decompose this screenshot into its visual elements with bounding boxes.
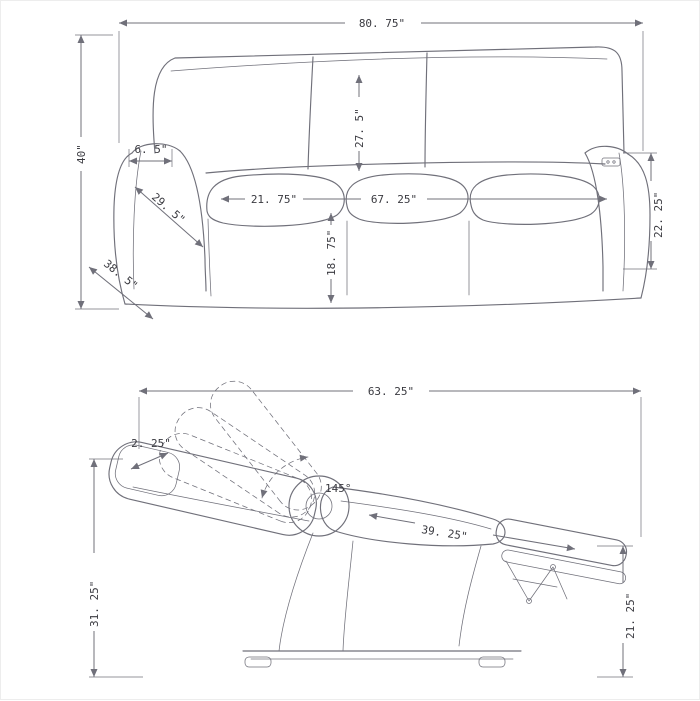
dim-reclined-length: 63. 25" (138, 385, 642, 537)
dim-arm-top-width: 6. 5" (128, 143, 173, 167)
dim-label-footrest-height: 21. 25" (624, 593, 637, 639)
linkage-joint-1 (526, 598, 532, 604)
seat-cushion-left (206, 173, 345, 227)
recliner-support-rear (342, 540, 354, 652)
dim-label-reclined-length: 63. 25" (368, 385, 414, 398)
dim-label-arm-diagonal: 29. 5" (149, 190, 188, 226)
dim-label-interior-width: 67. 25" (371, 193, 417, 206)
sofa-right-arm-crease (618, 152, 626, 292)
power-button-dot-2 (612, 160, 616, 164)
dim-seat-depth-and-interior-width: 21. 75" 67. 25" (221, 193, 607, 206)
dim-label-seat-footrest-length: 39. 25" (421, 523, 469, 543)
sofa-dimensions: 80. 75" 40" 6. 5" 27. 5" 21. 75" (75, 17, 665, 320)
sofa-front-seam-edge (207, 218, 212, 297)
recliner-back-seam (132, 486, 310, 522)
recliner-footrest-pad (495, 518, 628, 567)
power-button-dot-1 (606, 160, 610, 164)
sofa-right-arm-inner (584, 152, 604, 292)
seat-cushion-middle (345, 173, 469, 224)
dim-seat-footrest-length: 39. 25" (368, 512, 576, 552)
dim-label-headrest-thickness: 2. 25" (131, 437, 171, 450)
sofa-left-arm-inner (179, 150, 207, 292)
dim-back-cushion-height: 27. 5" (353, 75, 366, 171)
dim-label-back-cushion-height: 27. 5" (353, 108, 366, 148)
power-button-panel (601, 157, 621, 167)
recliner-foot-right (478, 656, 506, 668)
recliner-seat-seam (340, 500, 492, 530)
recliner-dimensions: 63. 25" 2. 25" 145° 39. 25" 31. 25" (88, 385, 642, 678)
recliner-drawing (108, 380, 628, 668)
dim-label-seat-height: 18. 75" (325, 230, 338, 276)
dim-label-arm-top-width: 6. 5" (134, 143, 167, 156)
sofa-back-outline (152, 46, 625, 154)
sofa-right-arm-outer (627, 153, 651, 299)
sofa-back-seam-right (424, 52, 428, 168)
recliner-support-front (278, 532, 314, 652)
dim-label-seat-cushion-depth: 21. 75" (251, 193, 297, 206)
recliner-headrest-pillow (114, 444, 180, 497)
dim-seat-height: 18. 75" (325, 213, 338, 303)
recliner-back-ghost-low (158, 433, 312, 524)
dim-sofa-overall-width: 80. 75" (118, 17, 644, 151)
dim-label-sofa-overall-width: 80. 75" (359, 17, 405, 30)
recliner-pivot (305, 492, 333, 520)
recliner-back (108, 441, 317, 536)
dim-label-arm-height: 22. 25" (652, 192, 665, 238)
dim-label-recline-angle: 145° (325, 482, 352, 495)
recliner-footrest-lower-pad (501, 549, 627, 585)
sofa-back-seat-boundary (205, 161, 606, 174)
sofa-front-bottom-edge (124, 297, 642, 309)
recliner-foot-left (244, 656, 272, 668)
sofa-back-seam-left (307, 56, 314, 170)
recliner-seat (319, 486, 506, 547)
recliner-back-ghost-upright (210, 380, 322, 511)
recliner-linkage (505, 560, 568, 602)
dim-arm-diagonal: 29. 5" (134, 186, 204, 248)
sofa-back-top-contour (170, 56, 608, 72)
sofa-left-arm-crease (132, 150, 142, 290)
dim-reclined-height: 31. 25" (88, 458, 143, 678)
dim-headrest-thickness: 2. 25" (130, 437, 171, 470)
dim-arm-height: 22. 25" (623, 152, 665, 270)
seat-cushion-right (469, 173, 600, 225)
sofa-drawing (113, 46, 651, 309)
recliner-linkage-bar (458, 545, 482, 647)
dim-recline-angle: 145° (260, 454, 352, 499)
dim-footrest-height: 21. 25" (597, 545, 637, 678)
dim-label-sofa-overall-height: 40" (75, 144, 88, 164)
dim-sofa-overall-height: 40" (75, 34, 119, 310)
sofa-right-arm-top (584, 145, 629, 155)
recliner-arm-panel (288, 475, 350, 537)
linkage-joint-2 (550, 564, 556, 570)
dim-label-reclined-height: 31. 25" (88, 581, 101, 627)
sofa-left-arm-top (131, 143, 181, 154)
